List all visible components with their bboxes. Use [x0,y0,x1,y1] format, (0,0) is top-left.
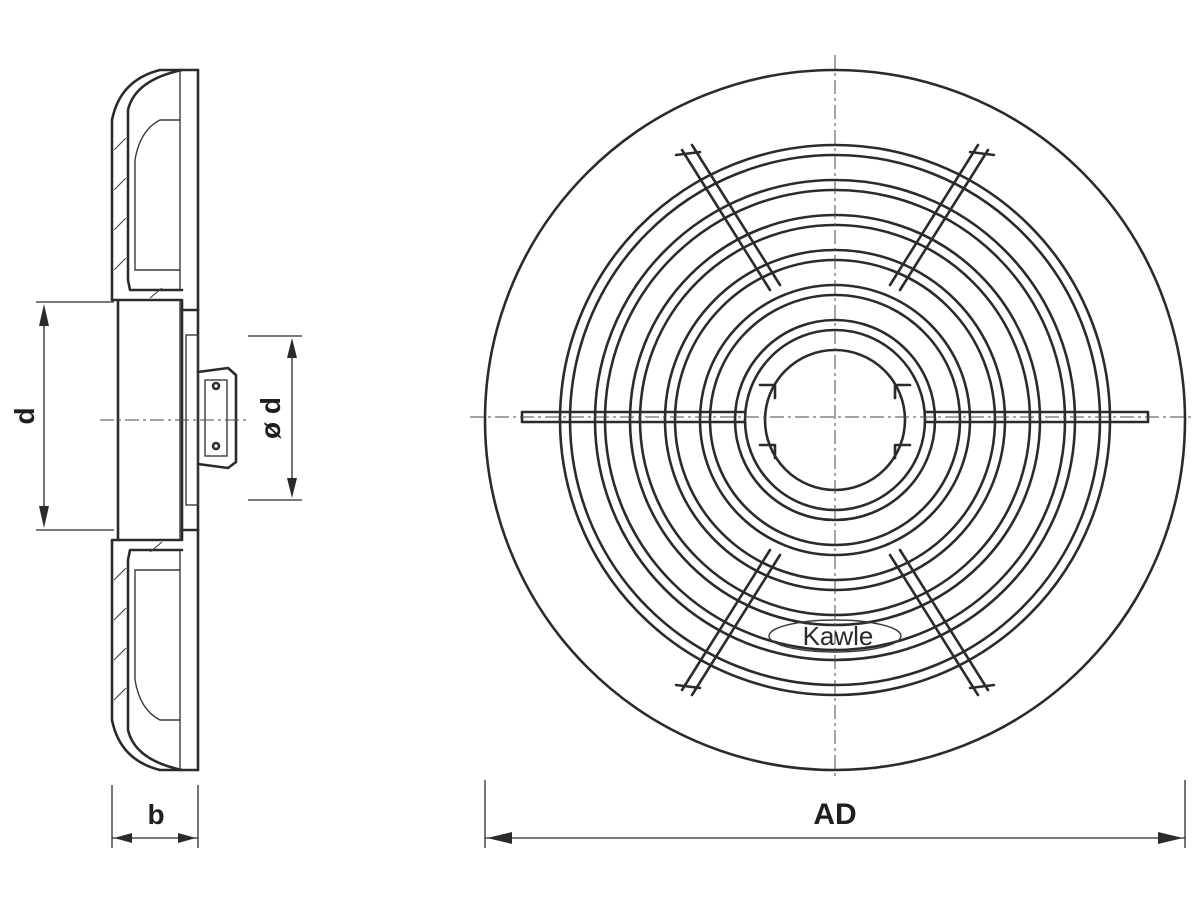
dimension-od-label: ø d [255,397,286,439]
side-view [100,68,250,772]
guard-ring-1 [558,143,1112,697]
front-view: Kawle [470,55,1195,780]
dimension-b: b [111,785,199,848]
dimension-ad-label: AD [813,798,856,831]
kawle-logo: Kawle [768,619,902,653]
side-clip-inner [204,379,228,457]
dimension-ad: AD [484,780,1186,848]
guard-ring-5b [708,293,962,547]
side-clip-hole-top [211,381,221,391]
side-profile-outer-bottom [110,538,200,772]
side-inner-bottom [126,548,184,772]
kawle-logo-text: Kawle [803,621,874,651]
dimension-od: ø d [248,335,302,501]
side-hatching [113,137,163,701]
side-profile-outer-top [110,68,200,302]
front-horizontal-bar [520,410,1150,424]
front-hub-tabs [758,383,912,460]
side-inner-top-2 [134,119,180,271]
side-inner-top [126,68,184,292]
dimension-d-label: d [9,407,40,424]
dimension-d: d [9,301,114,531]
dimension-b-label: b [147,799,164,830]
side-inner-bottom-2 [134,569,180,721]
front-spokes [674,143,996,697]
front-outer-disc [483,68,1187,772]
guard-ring-6 [733,318,937,522]
side-hub-step [180,308,200,532]
side-clip [196,366,238,470]
side-clip-hole-bottom [211,441,221,451]
